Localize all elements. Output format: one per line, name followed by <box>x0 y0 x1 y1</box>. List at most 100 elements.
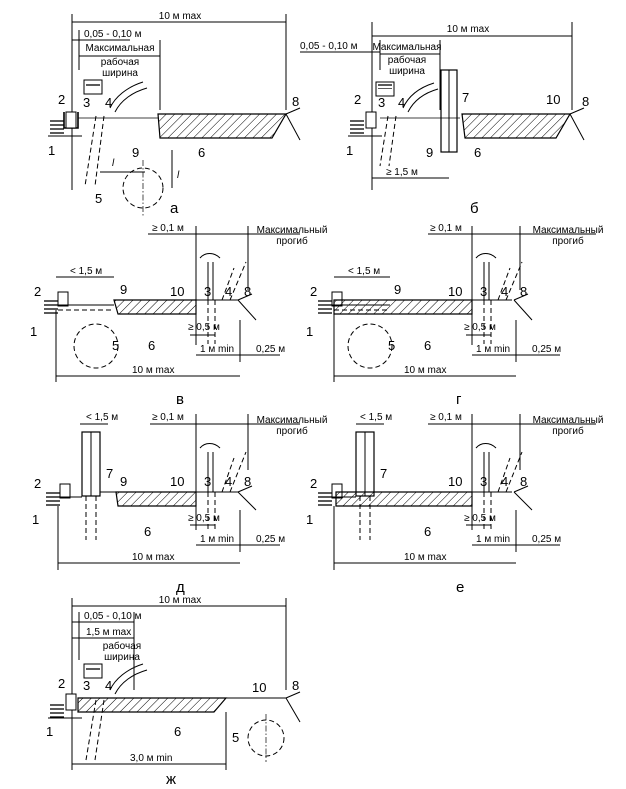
callout-6: 6 <box>148 338 155 353</box>
callout-4: 4 <box>225 284 232 299</box>
callout-1: 1 <box>32 512 39 527</box>
dim-ge-1-5: ≥ 1,5 м <box>386 167 418 178</box>
callout-10: 10 <box>448 284 462 299</box>
callout-6: 6 <box>174 724 181 739</box>
dim-10m-max: 10 м max <box>159 595 201 606</box>
dim-ge-0-5: ≥ 0,5 м <box>188 513 220 524</box>
deflection-l1: Максимальный <box>533 415 604 426</box>
callout-8: 8 <box>520 474 527 489</box>
panel-label-g: г <box>456 391 462 408</box>
callout-3: 3 <box>83 678 90 693</box>
panel-label-zh: ж <box>166 771 176 788</box>
panel-g: ≥ 0,1 м Максимальный прогиб < 1,5 м ≥ 0,… <box>306 223 603 408</box>
callout-10: 10 <box>170 474 184 489</box>
callout-2: 2 <box>34 284 41 299</box>
callout-5: 5 <box>95 191 102 206</box>
dim-10m-max: 10 м max <box>132 365 174 376</box>
callout-4: 4 <box>105 678 112 693</box>
callout-3: 3 <box>480 474 487 489</box>
callout-8: 8 <box>244 474 251 489</box>
dim-10m-max: 10 м max <box>159 11 201 22</box>
callout-9: 9 <box>132 145 139 160</box>
dim-10m-max: 10 м max <box>404 552 446 563</box>
callout-9: 9 <box>426 145 433 160</box>
callout-8: 8 <box>244 284 251 299</box>
callout-2: 2 <box>58 676 65 691</box>
panel-zh: 10 м max 0,05 - 0,10 м 1,5 м max рабочая… <box>46 595 301 788</box>
dim-ge-0-5: ≥ 0,5 м <box>464 513 496 524</box>
panel-label-e: е <box>456 579 464 596</box>
dim-ge-0-5: ≥ 0,5 м <box>464 322 496 333</box>
deflection-l1: Максимальный <box>533 225 604 236</box>
callout-2: 2 <box>310 476 317 491</box>
work-width-l1: Максимальная <box>85 43 154 54</box>
dim-0-25: 0,25 м <box>532 534 561 545</box>
callout-2: 2 <box>34 476 41 491</box>
callout-4: 4 <box>105 95 112 110</box>
dim-1m-min: 1 м min <box>476 534 510 545</box>
panel-v: ≥ 0,1 м Максимальный прогиб < 1,5 м ≥ 0,… <box>30 223 327 408</box>
dim-ge-0-1: ≥ 0,1 м <box>152 223 184 234</box>
panel-label-d: д <box>176 579 185 596</box>
callout-7: 7 <box>380 466 387 481</box>
callout-9: 9 <box>120 474 127 489</box>
work-width-l2: рабочая <box>388 54 426 66</box>
callout-10: 10 <box>170 284 184 299</box>
dim-10m-max: 10 м max <box>404 365 446 376</box>
dim-1-5-max: 1,5 м max <box>86 627 131 638</box>
callout-3: 3 <box>378 95 385 110</box>
callout-2: 2 <box>354 92 361 107</box>
callout-8: 8 <box>292 678 299 693</box>
callout-1: 1 <box>306 512 313 527</box>
dim-1m-min: 1 м min <box>476 344 510 355</box>
deflection-l1: Максимальный <box>257 225 328 236</box>
dim-range: 0,05 - 0,10 м <box>84 29 142 40</box>
dim-lt-1-5: < 1,5 м <box>360 412 392 423</box>
panel-label-v: в <box>176 391 184 408</box>
dim-10m-max: 10 м max <box>132 552 174 563</box>
work-width-l1: Максимальная <box>372 42 441 53</box>
l2-label: l <box>177 170 180 181</box>
dim-ge-0-5: ≥ 0,5 м <box>188 322 220 333</box>
callout-3: 3 <box>204 474 211 489</box>
obstacle-circle <box>122 167 164 209</box>
panel-label-b: б <box>470 200 479 217</box>
callout-4: 4 <box>501 474 508 489</box>
callout-8: 8 <box>582 94 589 109</box>
panel-e: < 1,5 м ≥ 0,1 м Максимальный прогиб ≥ 0,… <box>306 412 603 596</box>
dim-1m-min: 1 м min <box>200 534 234 545</box>
panel-label-a: а <box>170 200 179 217</box>
callout-7: 7 <box>462 90 469 105</box>
work-width-l3: ширина <box>104 652 140 663</box>
road-pavement <box>157 113 288 139</box>
deflection-l2: прогиб <box>276 235 308 247</box>
callout-7: 7 <box>106 466 113 481</box>
dim-1m-min: 1 м min <box>200 344 234 355</box>
callout-6: 6 <box>474 145 481 160</box>
dim-0-25: 0,25 м <box>256 344 285 355</box>
callout-1: 1 <box>48 143 55 158</box>
dim-lt-1-5: < 1,5 м <box>86 412 118 423</box>
dim-ge-0-1: ≥ 0,1 м <box>430 223 462 234</box>
callout-2: 2 <box>58 92 65 107</box>
callout-6: 6 <box>424 524 431 539</box>
panel-a: 10 м max 0,05 - 0,10 м Максимальная рабо… <box>48 11 301 217</box>
dim-lt-1-5: < 1,5 м <box>348 266 380 277</box>
callout-10: 10 <box>252 680 266 695</box>
callout-4: 4 <box>398 95 405 110</box>
edge-stripes <box>50 120 64 136</box>
callout-4: 4 <box>225 474 232 489</box>
dim-ge-0-1: ≥ 0,1 м <box>152 412 184 423</box>
dim-10m-max: 10 м max <box>447 24 489 35</box>
deflection-l2: прогиб <box>552 425 584 437</box>
callout-3: 3 <box>83 95 90 110</box>
callout-9: 9 <box>394 282 401 297</box>
deflection-l2: прогиб <box>552 235 584 247</box>
callout-2: 2 <box>310 284 317 299</box>
dim-lt-1-5: < 1,5 м <box>70 266 102 277</box>
panel-b: 10 м max 0,05 - 0,10 м Максимальная рабо… <box>300 22 589 217</box>
callout-3: 3 <box>204 284 211 299</box>
callout-8: 8 <box>520 284 527 299</box>
callout-4: 4 <box>501 284 508 299</box>
